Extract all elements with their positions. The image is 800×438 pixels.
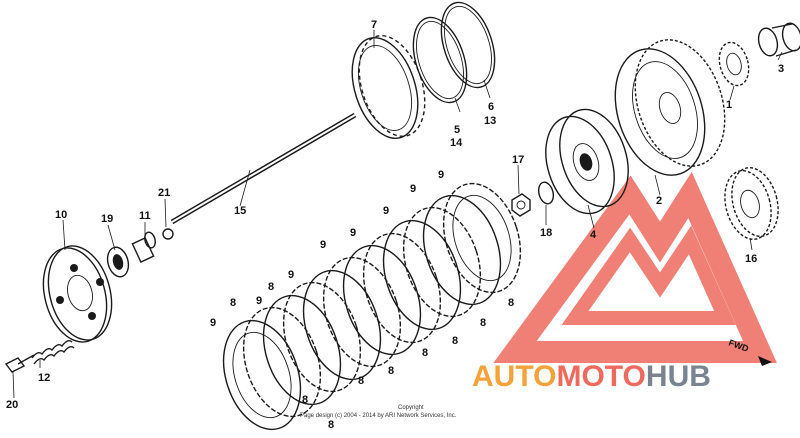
clutch-plate-stack [222, 182, 522, 431]
label-part-3: 3 [778, 63, 784, 75]
automotohub-logo-icon [493, 171, 777, 363]
label-part-11: 11 [139, 210, 151, 222]
label-part-6: 6 [488, 101, 494, 113]
label-part-7: 7 [371, 19, 377, 31]
label-disc-9: 9 [350, 227, 356, 239]
label-disc-9: 9 [256, 295, 262, 307]
part-21-ball [162, 228, 174, 240]
label-plate-8: 8 [268, 281, 274, 293]
part-7-plate [351, 34, 426, 140]
label-part-15: 15 [234, 205, 246, 217]
label-part-19: 19 [101, 213, 113, 225]
part-6-ring [440, 1, 496, 89]
label-plate-8: 8 [422, 347, 428, 359]
label-plate-8: 8 [480, 317, 486, 329]
label-part-18: 18 [540, 227, 552, 239]
watermark-hub: HUB [646, 360, 711, 393]
copyright-line-2: Page design (c) 2004 - 2014 by ARI Netwo… [300, 413, 457, 419]
copyright-line-1: Copyright [398, 405, 424, 411]
part-19-bearing [106, 246, 130, 278]
part-5-ring [412, 16, 468, 104]
part-3-collar [757, 22, 800, 57]
label-part-16: 16 [745, 253, 757, 265]
label-disc-9: 9 [210, 317, 216, 329]
label-part-4: 4 [590, 229, 597, 241]
label-disc-9: 9 [438, 169, 444, 181]
part-2-clutch-outer [614, 39, 726, 176]
label-plate-8: 8 [358, 375, 364, 387]
label-disc-9: 9 [383, 205, 389, 217]
label-disc-9: 9 [410, 183, 416, 195]
part-4-clutch-center [545, 108, 629, 215]
svg-text:AUTOMOTOHUB: AUTOMOTOHUB [472, 360, 711, 393]
part-1-gear [718, 41, 750, 87]
part-12-spring [31, 339, 75, 365]
label-part-10: 10 [55, 209, 67, 221]
part-10-pressure-plate [42, 245, 113, 343]
watermark-auto: AUTO [472, 360, 556, 393]
label-part-14: 14 [450, 137, 463, 149]
automotohub-watermark: AUTOMOTOHUB [472, 360, 711, 393]
part-16-gear [724, 167, 779, 240]
label-plate-8: 8 [328, 419, 334, 431]
label-part-5: 5 [454, 124, 460, 136]
watermark-moto: MOTO [556, 360, 645, 393]
label-plate-8: 8 [302, 394, 308, 406]
part-15-push-rod [170, 112, 357, 225]
label-plate-8: 8 [452, 335, 458, 347]
label-part-12: 12 [38, 372, 50, 384]
label-part-20: 20 [6, 399, 18, 411]
label-plate-8: 8 [388, 365, 394, 377]
leader-lines [12, 30, 783, 399]
label-plate-8: 8 [508, 297, 514, 309]
label-part-2: 2 [656, 195, 662, 207]
part-17-nut [511, 193, 531, 217]
part-11-lifter-piece [131, 231, 156, 263]
label-disc-9: 9 [288, 269, 294, 281]
label-part-13: 13 [484, 115, 496, 127]
label-plate-8: 8 [230, 297, 236, 309]
label-part-1: 1 [726, 99, 732, 111]
label-part-21: 21 [158, 187, 170, 199]
label-part-17: 17 [512, 154, 524, 166]
label-disc-9: 9 [320, 239, 326, 251]
part-20-bolt [4, 354, 35, 373]
part-18-washer [537, 181, 555, 205]
